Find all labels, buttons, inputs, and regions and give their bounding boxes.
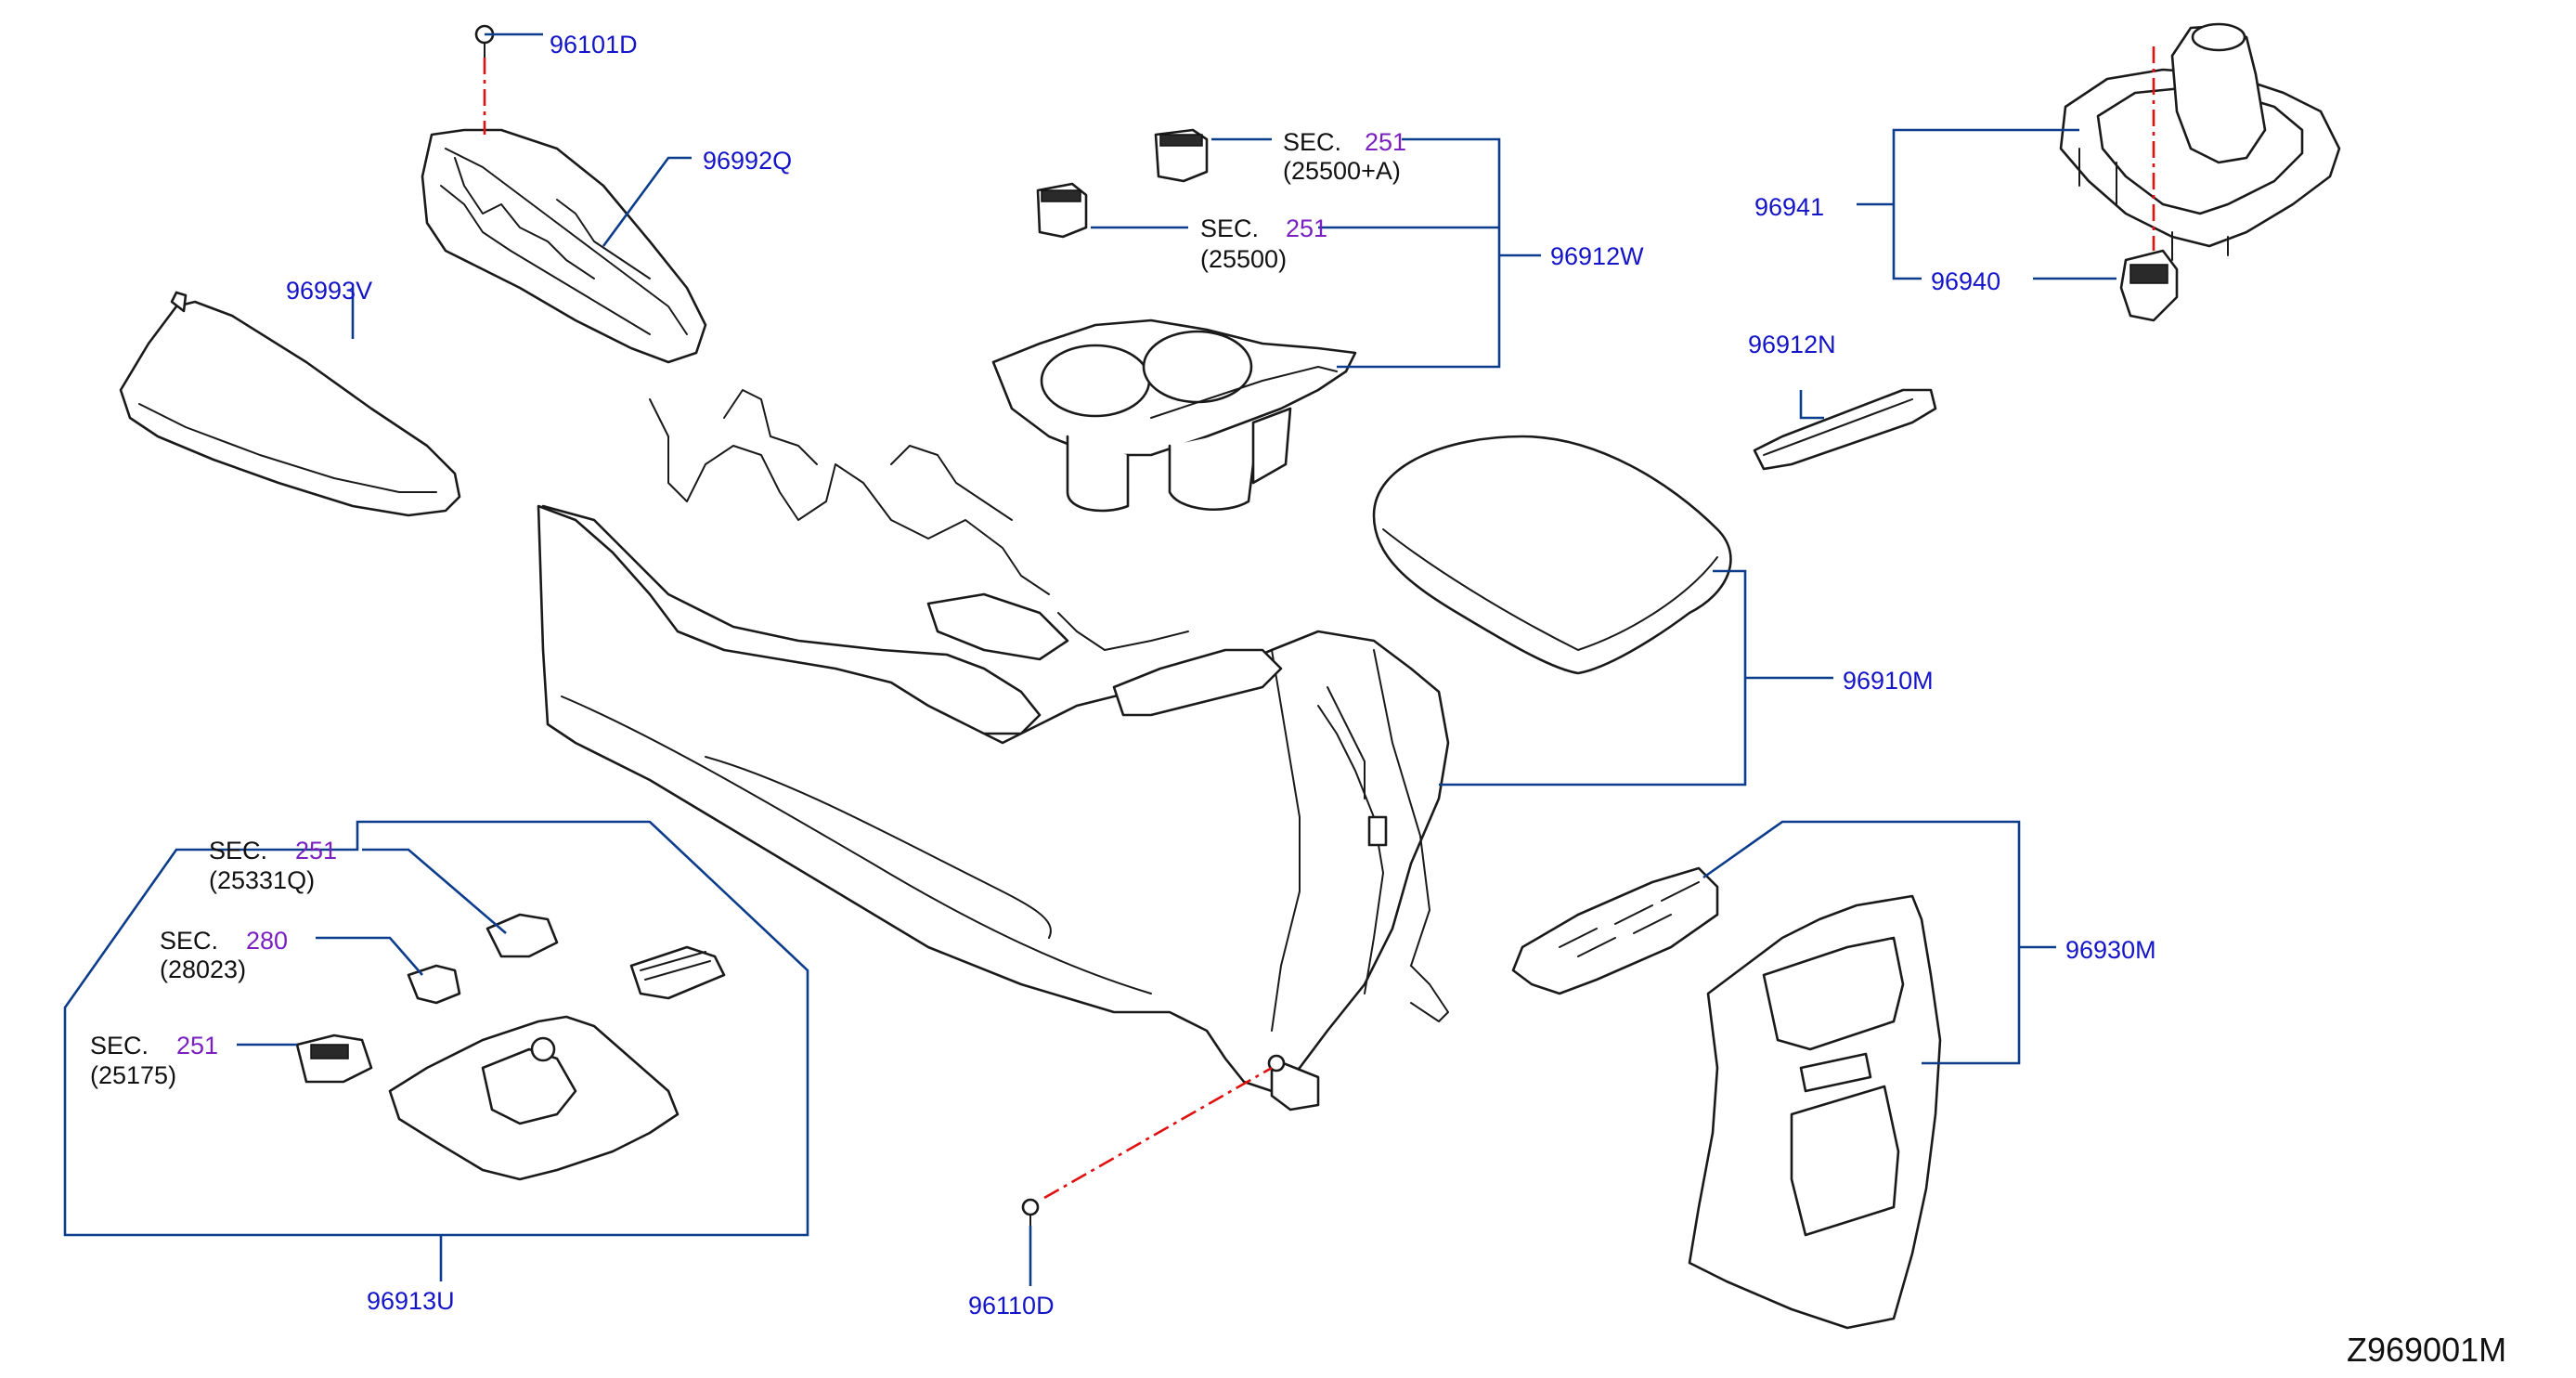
- screw-bottom-drawing: [1021, 1198, 1040, 1227]
- cupholder-drawing: [991, 318, 1357, 513]
- label-console-box: 96910M: [1843, 667, 1934, 695]
- sec-socket-number: 280: [246, 927, 288, 955]
- switches-drawing: [1036, 128, 1209, 239]
- shift-indicator-drawing: [2119, 249, 2179, 322]
- sec-socket-code: (28023): [160, 956, 246, 983]
- sec-hazard-switch-number: 251: [176, 1032, 218, 1060]
- diagram-reference-id: Z969001M: [2347, 1331, 2506, 1369]
- sec-hazard-switch-code: (25175): [90, 1061, 176, 1089]
- sec-lower-switch-prefix: SEC.: [1200, 214, 1259, 242]
- bracket-drawing: [1753, 388, 1937, 471]
- label-console-cover-side: 96993V: [286, 277, 372, 305]
- screw-bottom-axis: [1043, 1066, 1273, 1200]
- sec-lower-switch-code: (25500): [1200, 245, 1287, 273]
- sec-upper-switch-number: 251: [1365, 128, 1406, 156]
- label-cupholder-assembly: 96912W: [1550, 242, 1644, 270]
- sec-upper-switch-prefix: SEC.: [1283, 128, 1341, 156]
- sec-usb-switch-prefix: SEC.: [209, 837, 267, 864]
- console-body-drawing: [537, 389, 1450, 1112]
- sec-usb-switch-code: (25331Q): [209, 866, 315, 894]
- label-console-finisher-front: 96992Q: [703, 147, 792, 175]
- label-screw-bottom: 96110D: [968, 1292, 1055, 1320]
- rear-finisher-drawing: [1688, 894, 1942, 1330]
- label-screw-top: 96101D: [550, 31, 638, 58]
- sec-upper-switch-code: (25500+A): [1283, 157, 1401, 185]
- label-shift-finisher: 96941: [1754, 193, 1824, 221]
- sec-socket-prefix: SEC.: [160, 927, 218, 955]
- label-rear-finisher: 96930M: [2065, 936, 2156, 964]
- front-finisher-assembly-drawing: [295, 913, 726, 1181]
- side-cover-drawing: [119, 291, 461, 517]
- sec-hazard-switch-prefix: SEC.: [90, 1032, 149, 1060]
- label-bracket: 96912N: [1748, 331, 1836, 358]
- rear-vent-drawing: [1511, 866, 1719, 995]
- front-finisher-drawing: [421, 128, 707, 364]
- sec-lower-switch-number: 251: [1286, 214, 1327, 242]
- screw-top-drawing: [474, 24, 495, 58]
- label-front-finisher-assembly: 96913U: [367, 1287, 455, 1315]
- shift-finisher-drawing: [2059, 22, 2341, 261]
- label-shift-indicator: 96940: [1931, 267, 2000, 295]
- sec-usb-switch-number: 251: [295, 837, 337, 864]
- armrest-lid-drawing: [1372, 435, 1732, 675]
- leader-lines: [63, 32, 2116, 1286]
